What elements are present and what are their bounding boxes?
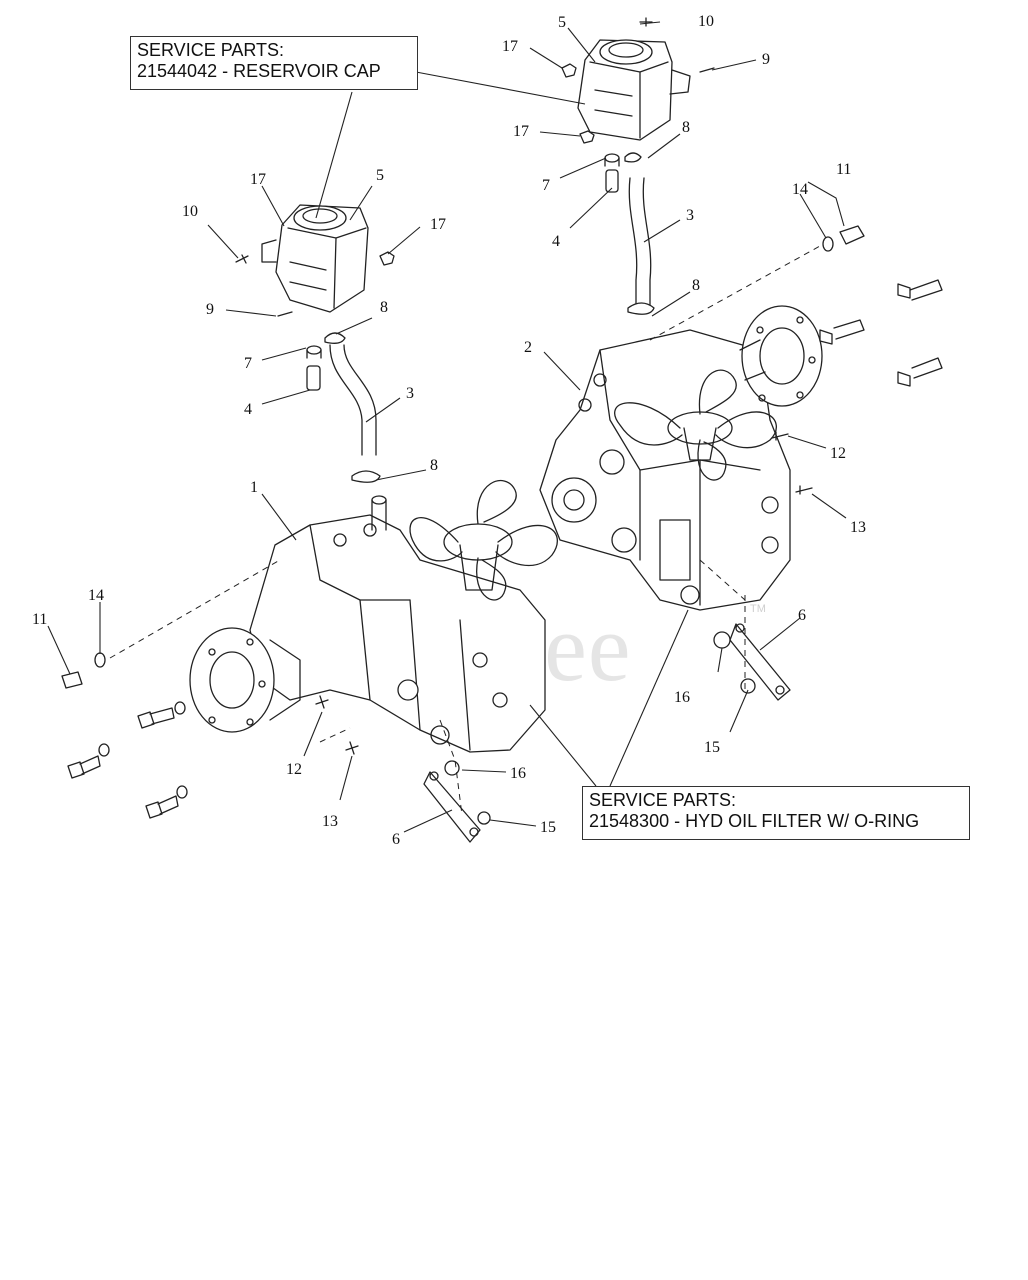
service-parts-box-oil-filter: SERVICE PARTS: 21548300 - HYD OIL FILTER… [582, 786, 970, 840]
callout-15-right: 15 [704, 739, 720, 756]
callout-4-right: 4 [552, 233, 560, 250]
callout-numbers: 5 10 9 17 17 8 7 4 3 8 2 11 14 12 13 6 1… [32, 13, 866, 848]
callout-8-right-bottom: 8 [692, 277, 700, 294]
left-bracket [423, 760, 491, 843]
callout-16-left: 16 [510, 765, 526, 782]
callout-17-right-bottom: 17 [513, 123, 529, 140]
right-reservoir [577, 39, 691, 141]
right-axle-bolts [771, 225, 943, 495]
callout-14-right: 14 [792, 181, 808, 198]
callout-8-left-bottom: 8 [430, 457, 438, 474]
callout-16-right: 16 [674, 689, 690, 706]
service-parts-box-reservoir-cap: SERVICE PARTS: 21544042 - RESERVOIR CAP [130, 36, 418, 90]
callout-6-left: 6 [392, 831, 400, 848]
callout-8-right-top: 8 [682, 119, 690, 136]
service-parts-line: 21548300 - HYD OIL FILTER W/ O-RING [589, 811, 920, 831]
callout-1: 1 [250, 479, 258, 496]
left-transaxle [189, 479, 558, 753]
left-reservoir [261, 204, 369, 313]
callout-13-right: 13 [850, 519, 866, 536]
callout-12-right: 12 [830, 445, 846, 462]
right-hose [627, 177, 655, 315]
callout-5-left: 5 [376, 167, 384, 184]
callout-9-right: 9 [762, 51, 770, 68]
callout-8-left-top: 8 [380, 299, 388, 316]
service-parts-heading: SERVICE PARTS: [589, 790, 737, 810]
watermark-tm: TM [750, 603, 766, 615]
callout-13-left: 13 [322, 813, 338, 830]
callout-10-left: 10 [182, 203, 198, 220]
callout-3-left: 3 [406, 385, 414, 402]
leader-lines [47, 21, 847, 833]
left-hose [329, 344, 381, 483]
axis-lines [109, 245, 821, 816]
callout-12-left: 12 [286, 761, 302, 778]
callout-4-left: 4 [244, 401, 252, 418]
right-transaxle [539, 305, 823, 611]
callout-17-left-top: 17 [250, 171, 266, 188]
service-parts-line: 21544042 - RESERVOIR CAP [137, 61, 381, 81]
callout-15-left: 15 [540, 819, 556, 836]
left-reservoir-fittings [235, 251, 395, 391]
callout-3-right: 3 [686, 207, 694, 224]
callout-17-left-side: 17 [430, 216, 446, 233]
callout-7-right: 7 [542, 177, 550, 194]
callout-14-left: 14 [88, 587, 104, 604]
callout-6-right: 6 [798, 607, 806, 624]
callout-11-left: 11 [32, 611, 47, 628]
callout-10-right: 10 [698, 13, 714, 30]
left-axle-bolts [61, 652, 359, 819]
callout-11-right: 11 [836, 161, 851, 178]
callout-2: 2 [524, 339, 532, 356]
service-parts-heading: SERVICE PARTS: [137, 40, 285, 60]
callout-7-left: 7 [244, 355, 252, 372]
callout-17-right-top: 17 [502, 38, 518, 55]
callout-5-right: 5 [558, 14, 566, 31]
callout-9-left: 9 [206, 301, 214, 318]
